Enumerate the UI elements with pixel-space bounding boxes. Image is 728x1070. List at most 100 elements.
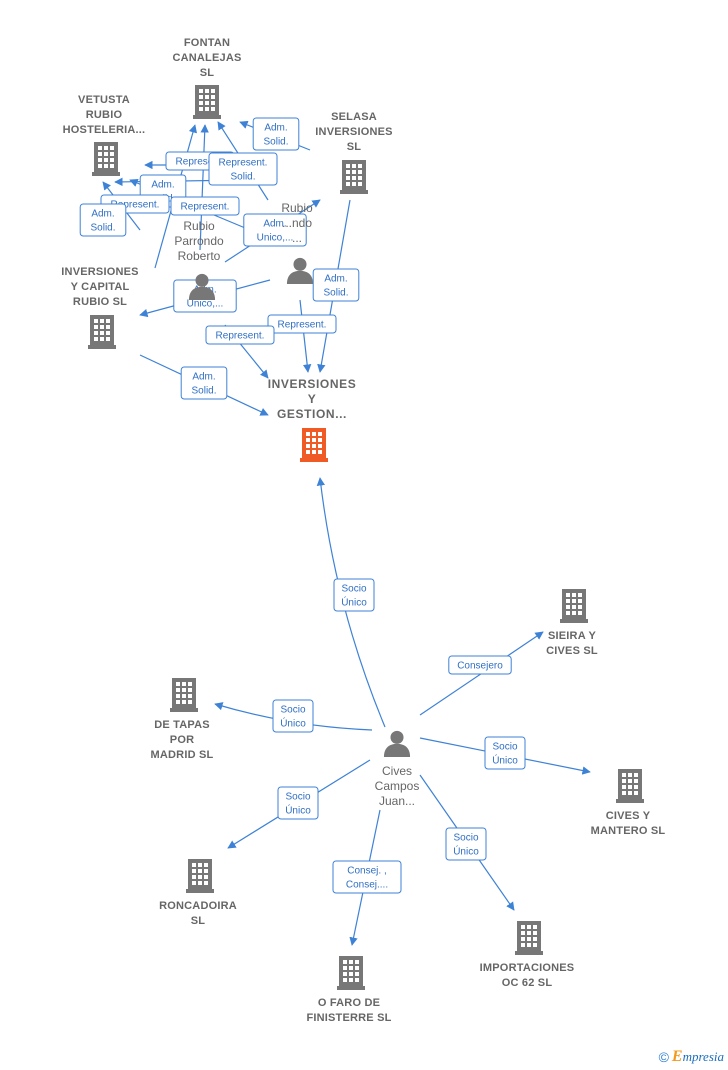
brand-initial: E — [671, 1048, 683, 1065]
edge-label-text: Represent. — [216, 331, 265, 342]
building-icon — [300, 428, 328, 462]
edge-label-box — [208, 152, 278, 186]
edge-label-l8[interactable]: Adm.Unico,... — [243, 213, 307, 247]
edge-label-box — [445, 827, 487, 861]
edge-label-l3[interactable]: Represent.Solid. — [208, 152, 278, 186]
edge-line — [199, 124, 209, 251]
edge-label-text: Adm.Unico,... — [257, 219, 294, 244]
building-icon — [337, 956, 365, 990]
edge-label-box — [79, 203, 127, 237]
edge-label-l15[interactable]: Consejero — [448, 655, 512, 675]
edge-label-box — [170, 196, 240, 216]
edge-label-l12[interactable]: Represent. — [205, 325, 275, 345]
edge-label-l9[interactable]: Adm.Solid. — [312, 268, 360, 302]
edge-label-box — [252, 117, 300, 151]
building-icon — [193, 85, 221, 119]
edge-label-text: Adm.Solid. — [323, 274, 348, 299]
edge-line — [299, 299, 312, 373]
edge-label-text: Represent. — [176, 157, 225, 168]
edge-label-text: Represent. — [278, 320, 327, 331]
edge-labels-layer: Adm.Solid.Represent.Represent.Solid.Adm.… — [79, 117, 526, 894]
edge-label-l13[interactable]: Adm.Solid. — [180, 366, 228, 400]
edge-label-text: Represent. — [181, 202, 230, 213]
edge-label-box — [484, 736, 526, 770]
empresia-watermark: © Empresia — [659, 1048, 724, 1066]
building-icon — [515, 921, 543, 955]
edge-label-box — [272, 699, 314, 733]
edge-label-box — [312, 268, 360, 302]
building-icon — [340, 160, 368, 194]
building-icon — [186, 859, 214, 893]
edge-label-text: Adm.Solid. — [191, 372, 216, 397]
brand-name: mpresia — [682, 1049, 724, 1064]
person-icon — [286, 257, 314, 284]
edge-label-text: Consejero — [457, 661, 503, 672]
copyright-icon: © — [658, 1049, 669, 1065]
edge-label-l7[interactable]: Adm.Solid. — [79, 203, 127, 237]
edge-label-l20[interactable]: Consej. ,Consej.... — [332, 860, 402, 894]
edge-label-box — [243, 213, 307, 247]
node-label: Rubio...ndo... — [281, 201, 313, 245]
building-icon — [92, 142, 120, 176]
edge-label-box — [277, 786, 319, 820]
edge-label-l1[interactable]: Adm.Solid. — [252, 117, 300, 151]
edge-label-text: Represent.Solid. — [219, 158, 268, 183]
edge-label-box — [448, 655, 512, 675]
edge-label-l6[interactable]: Represent. — [170, 196, 240, 216]
edge-label-l11[interactable]: Represent. — [267, 314, 337, 334]
building-icon — [170, 678, 198, 712]
building-icon — [88, 315, 116, 349]
edge-label-box — [333, 578, 375, 612]
building-icon — [560, 589, 588, 623]
edge-label-box — [267, 314, 337, 334]
edge-label-box — [205, 325, 275, 345]
node-rubio2[interactable]: Rubio...ndo... — [281, 201, 314, 284]
edge-label-text: Represent. — [111, 200, 160, 211]
building-icon — [616, 769, 644, 803]
edge-label-box — [332, 860, 402, 894]
person-icon — [383, 730, 411, 757]
edge-label-text: Adm.Solid. — [90, 209, 115, 234]
edge-label-box — [180, 366, 228, 400]
edge-label-text: Adm.Solid. — [263, 123, 288, 148]
edge-label-text: Consej. ,Consej.... — [346, 866, 388, 891]
